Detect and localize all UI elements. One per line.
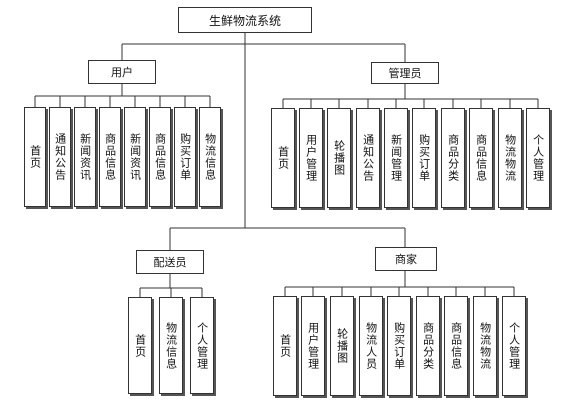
- leaf-user-0: 首页: [24, 107, 46, 207]
- leaf-merchant-1: 用户管理: [301, 296, 325, 396]
- leaf-admin-1: 用户管理: [299, 108, 323, 208]
- leaf-merchant-3: 物流人员: [359, 296, 383, 396]
- leaf-admin-8: 物流物流: [498, 108, 522, 208]
- leaf-merchant-7: 物流物流: [473, 296, 497, 396]
- leaf-merchant-0: 首页: [273, 296, 297, 396]
- group-admin: 管理员: [371, 62, 439, 84]
- leaf-admin-2: 轮播图: [327, 108, 351, 208]
- group-merchant: 商家: [375, 247, 437, 271]
- root-node: 生鲜物流系统: [178, 7, 312, 33]
- leaf-user-1: 通知公告: [49, 107, 71, 207]
- group-user: 用户: [88, 60, 156, 84]
- leaf-admin-6: 商品分类: [441, 108, 465, 208]
- leaf-user-5: 商品信息: [149, 107, 171, 207]
- leaf-admin-4: 新闻管理: [384, 108, 408, 208]
- leaf-merchant-6: 商品信息: [444, 296, 468, 396]
- leaf-user-2: 新闻资讯: [74, 107, 96, 207]
- leaf-admin-5: 购买订单: [412, 108, 436, 208]
- group-courier: 配送员: [136, 250, 204, 274]
- leaf-user-7: 物流信息: [199, 107, 221, 207]
- leaf-admin-0: 首页: [271, 108, 295, 208]
- leaf-admin-9: 个人管理: [526, 108, 550, 208]
- leaf-merchant-8: 个人管理: [502, 296, 526, 396]
- leaf-courier-2: 个人管理: [190, 297, 214, 394]
- leaf-admin-3: 通知公告: [356, 108, 380, 208]
- leaf-admin-7: 商品信息: [469, 108, 493, 208]
- leaf-courier-0: 首页: [128, 297, 152, 394]
- leaf-courier-1: 物流信息: [159, 297, 183, 394]
- leaf-merchant-4: 购买订单: [387, 296, 411, 396]
- leaf-user-4: 新闻资讯: [124, 107, 146, 207]
- leaf-merchant-2: 轮播图: [330, 296, 354, 396]
- leaf-merchant-5: 商品分类: [416, 296, 440, 396]
- leaf-user-6: 购买订单: [174, 107, 196, 207]
- leaf-user-3: 商品信息: [99, 107, 121, 207]
